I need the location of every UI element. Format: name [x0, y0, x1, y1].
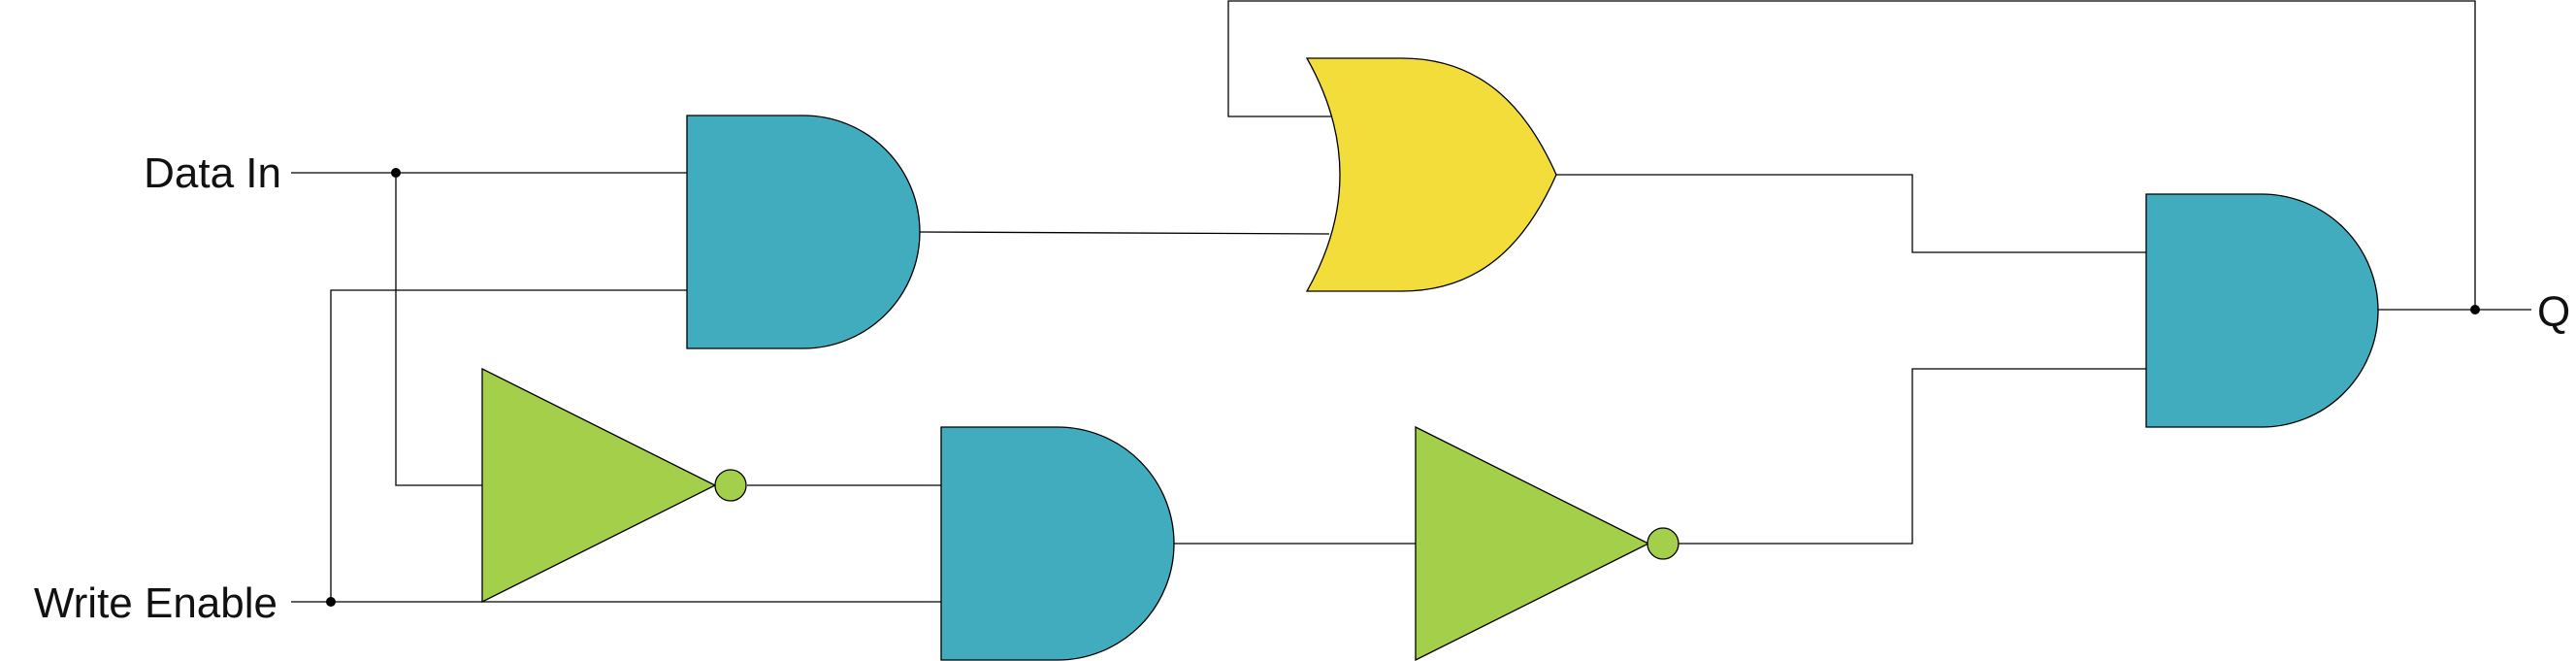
- gates: [481, 57, 2379, 661]
- wire-write-enable-to-and1: [330, 289, 687, 602]
- label-data-in: Data In: [144, 149, 281, 197]
- wire-feedback-q-to-or: [1227, 0, 2476, 310]
- not-gate-1-bubble: [714, 469, 747, 502]
- not-gate-2-bubble: [1647, 527, 1679, 560]
- wire-or-to-and-output: [1556, 174, 2146, 253]
- junction-write-enable: [326, 597, 336, 607]
- junction-output-q: [2470, 305, 2480, 314]
- label-write-enable: Write Enable: [34, 579, 277, 627]
- wire-not2-to-and-output: [1679, 368, 2146, 545]
- wire-and1-to-or: [919, 231, 1330, 235]
- wire-data-in-to-not1: [395, 173, 482, 486]
- not-gate-2: [1415, 425, 1650, 661]
- label-output-q: Q: [2537, 288, 2570, 336]
- and-gate-2: [940, 426, 1175, 661]
- labels: Data In Write Enable Q: [34, 149, 2570, 627]
- wires: [291, 0, 2531, 603]
- or-gate: [1305, 57, 1557, 292]
- junctions: [326, 168, 2480, 607]
- not-gate-1: [481, 367, 717, 604]
- and-gate-1: [686, 115, 921, 349]
- junction-data-in: [391, 168, 401, 178]
- and-gate-output: [2145, 193, 2379, 428]
